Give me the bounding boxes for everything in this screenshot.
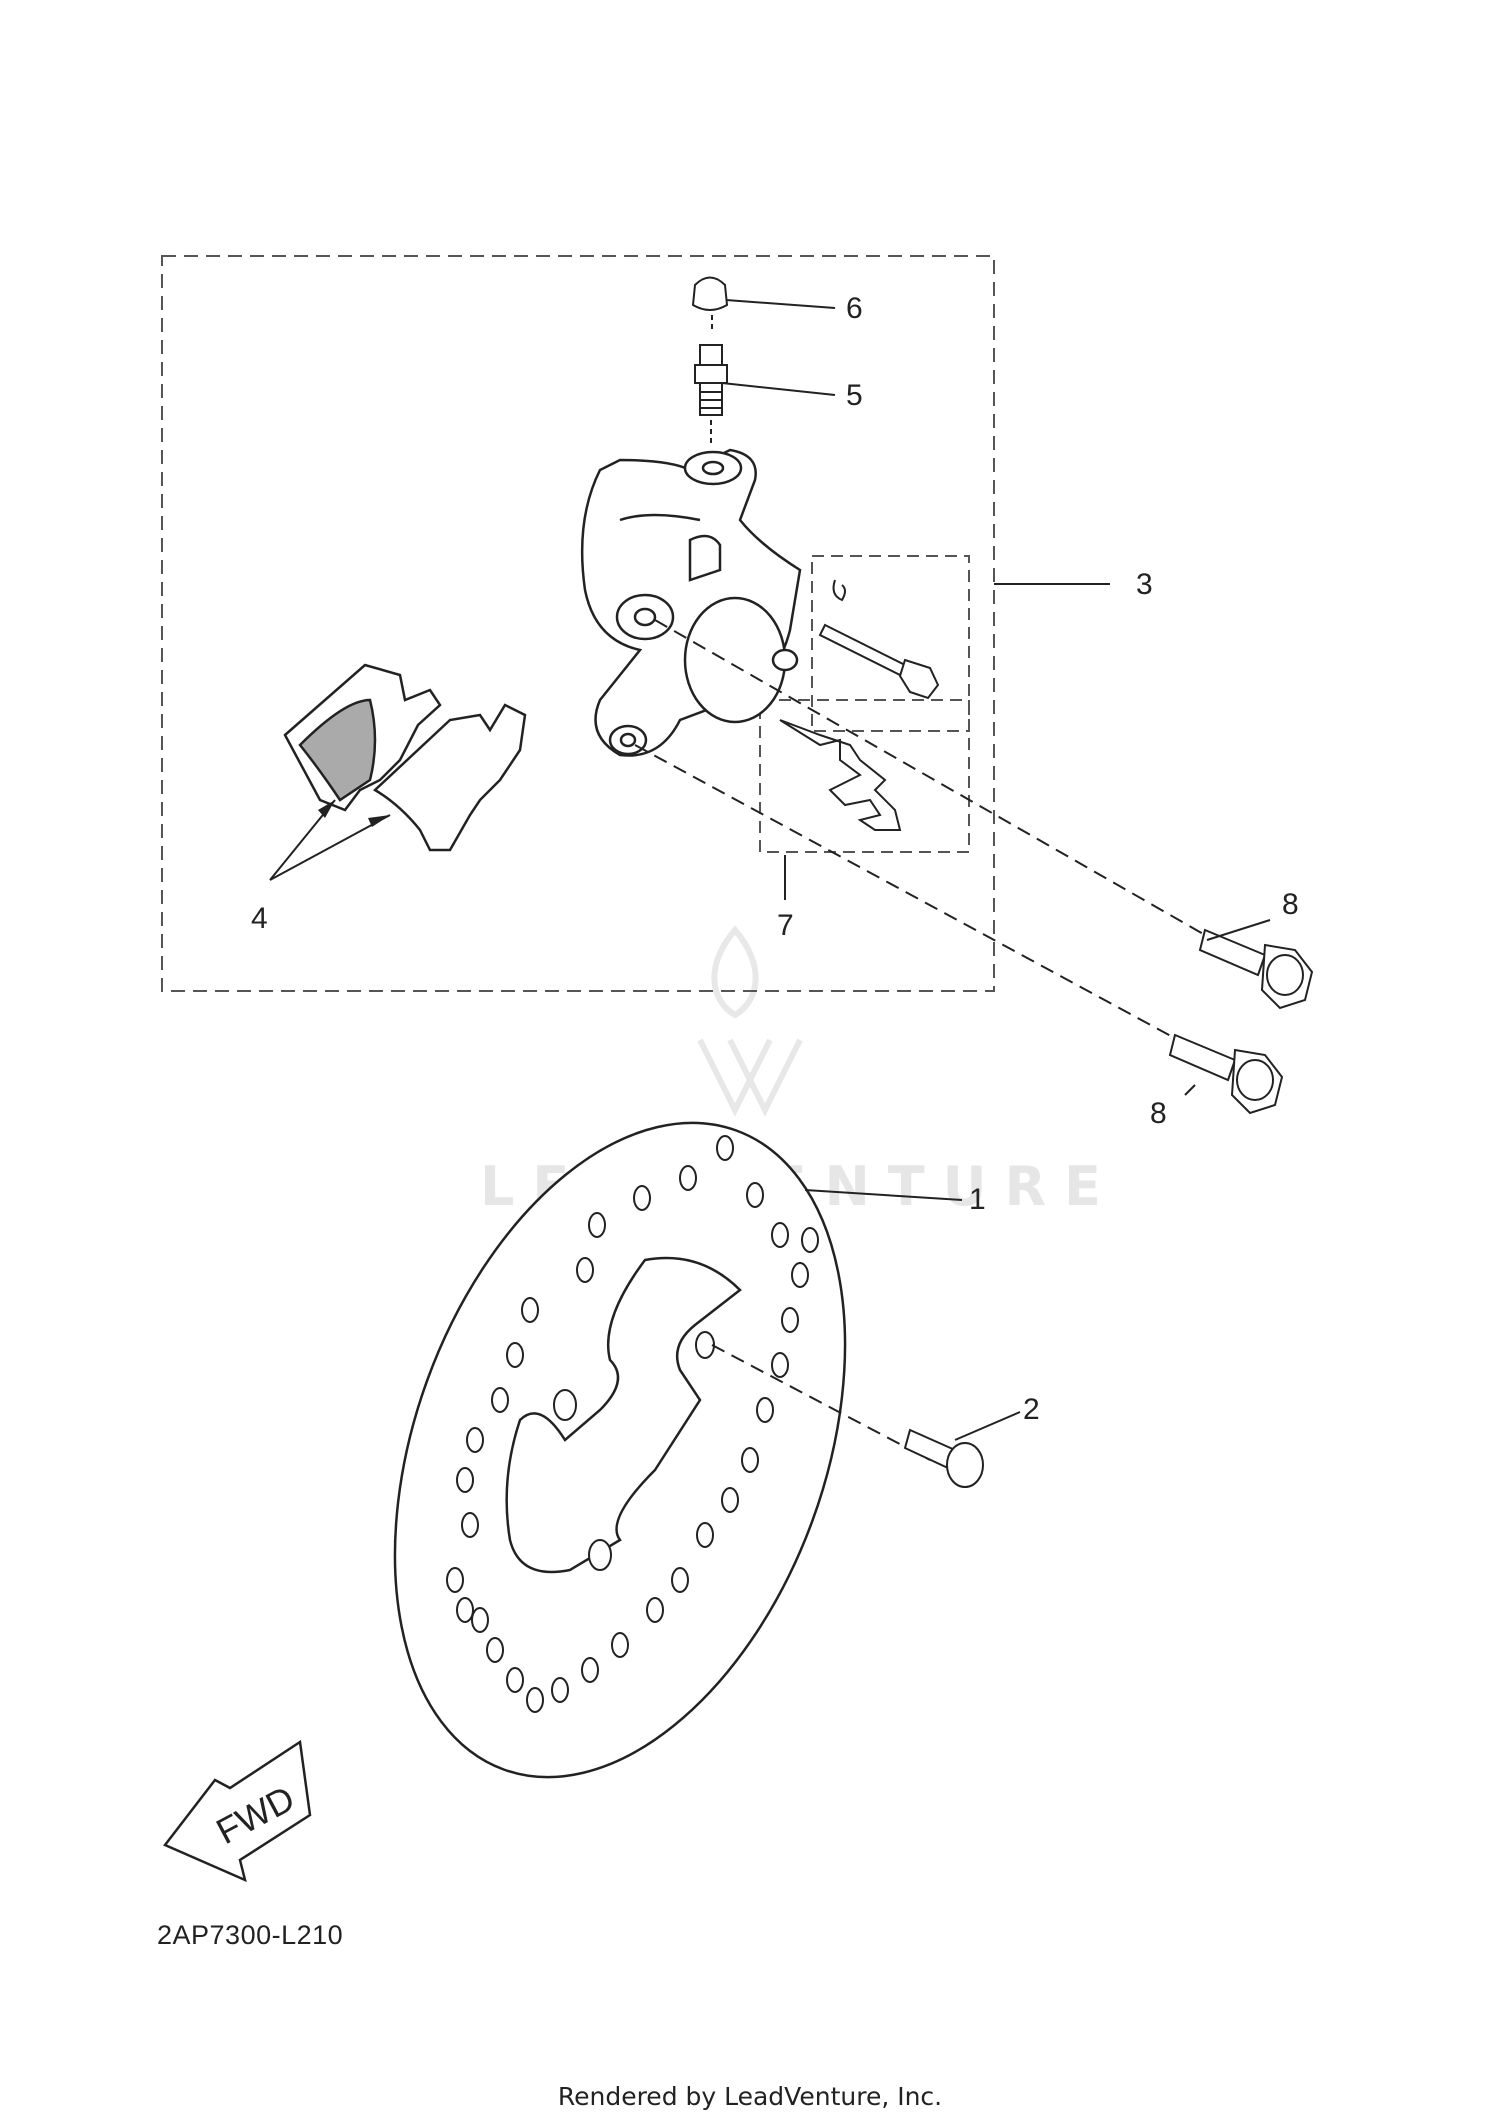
callout-6: 6 bbox=[846, 292, 863, 325]
disc-vent-holes bbox=[446, 1135, 819, 1713]
callout-5: 5 bbox=[846, 379, 863, 412]
slide-pin bbox=[818, 579, 940, 700]
callout-3: 3 bbox=[1136, 568, 1153, 601]
callout-leaders bbox=[721, 299, 1271, 1441]
callout-7: 7 bbox=[777, 909, 794, 942]
caliper-assembly-box bbox=[161, 255, 995, 992]
bleed-screw bbox=[694, 344, 728, 416]
rendered-by-footer: Rendered by LeadVenture, Inc. bbox=[557, 2082, 943, 2111]
callout-8-upper: 8 bbox=[1282, 888, 1299, 921]
piston-seal bbox=[779, 719, 902, 831]
pin-kit-box bbox=[811, 555, 970, 732]
caliper-bolt-lower bbox=[1168, 1033, 1284, 1115]
fwd-arrow-icon: FWD bbox=[163, 1739, 312, 1883]
diagram-part-code: 2AP7300-L210 bbox=[157, 1920, 344, 1950]
watermark-logo bbox=[697, 925, 803, 1117]
brake-disc bbox=[393, 1121, 847, 1779]
brake-caliper bbox=[580, 448, 802, 757]
seal-kit-box bbox=[759, 699, 970, 853]
caliper-bolt-upper bbox=[1198, 928, 1314, 1010]
callout-1: 1 bbox=[969, 1183, 986, 1216]
callout-2: 2 bbox=[1023, 1393, 1040, 1426]
callout-8-lower: 8 bbox=[1150, 1097, 1167, 1130]
brake-pads bbox=[283, 663, 527, 852]
callout-4: 4 bbox=[251, 902, 268, 935]
disc-screw bbox=[903, 1428, 984, 1488]
bleed-cap bbox=[691, 276, 729, 311]
